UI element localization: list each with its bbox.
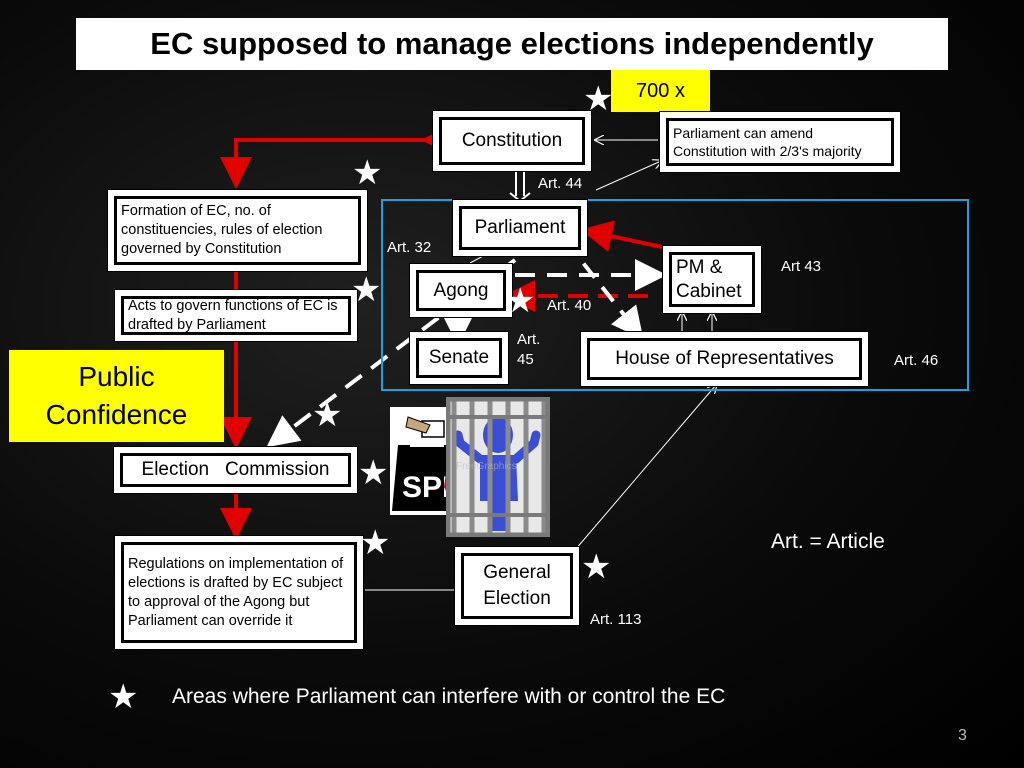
election-commission-label: Election Commission bbox=[120, 453, 351, 487]
agong-label: Agong bbox=[416, 270, 506, 311]
jailed-figure-image: FreeGraphics bbox=[445, 396, 551, 538]
agong-box: Agong bbox=[409, 263, 513, 318]
article-definition: Art. = Article bbox=[771, 530, 885, 553]
formation-label: Formation of EC, no. of constituencies, … bbox=[114, 196, 361, 265]
pm-cabinet-box: PM & Cabinet bbox=[662, 245, 762, 314]
acts-box: Acts to govern functions of EC is drafte… bbox=[114, 289, 358, 342]
art-32-label: Art. 32 bbox=[387, 239, 432, 256]
star-icon: ★ bbox=[505, 282, 536, 320]
pm-cabinet-label: PM & Cabinet bbox=[669, 252, 755, 307]
red-arrow-pm-to-parliament bbox=[580, 220, 663, 252]
art-113-label: Art. 113 bbox=[590, 611, 642, 628]
star-icon: ★ bbox=[583, 80, 614, 118]
general-election-box: General Election bbox=[454, 546, 580, 626]
regulations-box: Regulations on implementation of electio… bbox=[114, 535, 364, 650]
jail-watermark-text: FreeGraphics bbox=[456, 461, 517, 472]
senate-label: Senate bbox=[416, 338, 502, 378]
page-number: 3 bbox=[958, 727, 967, 744]
government-frame bbox=[381, 199, 969, 391]
star-icon: ★ bbox=[358, 454, 389, 492]
art-40-label: Art. 40 bbox=[547, 297, 592, 314]
parliament-label: Parliament bbox=[459, 206, 581, 250]
public-confidence-box: Public Confidence bbox=[9, 350, 224, 442]
general-election-label: General Election bbox=[461, 553, 573, 619]
constitution-box: Constitution bbox=[432, 110, 592, 172]
star-icon: ★ bbox=[360, 524, 391, 562]
white-dashed-parliament-to-house bbox=[563, 238, 644, 340]
thin-arrow-ge-to-house bbox=[574, 385, 716, 551]
legend-text: Areas where Parliament can interfere wit… bbox=[172, 685, 726, 708]
star-icon: ★ bbox=[581, 548, 612, 586]
star-icon: ★ bbox=[312, 396, 343, 434]
art-43-label: Art 43 bbox=[781, 258, 822, 275]
art-45-label: Art. 45 bbox=[517, 331, 541, 368]
parliament-box: Parliament bbox=[452, 199, 588, 257]
acts-label: Acts to govern functions of EC is drafte… bbox=[121, 296, 351, 335]
regulations-label: Regulations on implementation of electio… bbox=[121, 542, 357, 643]
amend-box: Parliament can amend Constitution with 2… bbox=[659, 111, 901, 173]
star-icon: ★ bbox=[352, 154, 383, 192]
formation-box: Formation of EC, no. of constituencies, … bbox=[107, 189, 368, 272]
house-box: House of Representatives bbox=[580, 331, 869, 387]
election-commission-box: Election Commission bbox=[113, 446, 358, 494]
star-icon: ★ bbox=[351, 271, 382, 309]
red-arrow-constitution bbox=[220, 124, 453, 189]
art-46-label: Art. 46 bbox=[894, 352, 939, 369]
highlight-tag: 700 x bbox=[611, 70, 710, 112]
senate-box: Senate bbox=[409, 331, 509, 385]
slide-title: EC supposed to manage elections independ… bbox=[76, 18, 948, 70]
art-44-label: Art. 44 bbox=[538, 175, 583, 192]
amend-label: Parliament can amend Constitution with 2… bbox=[666, 118, 894, 166]
constitution-label: Constitution bbox=[439, 117, 585, 165]
house-label: House of Representatives bbox=[587, 338, 862, 380]
legend-star-icon: ★ bbox=[108, 678, 139, 716]
thin-arrow-parliament-to-amend bbox=[595, 161, 661, 191]
